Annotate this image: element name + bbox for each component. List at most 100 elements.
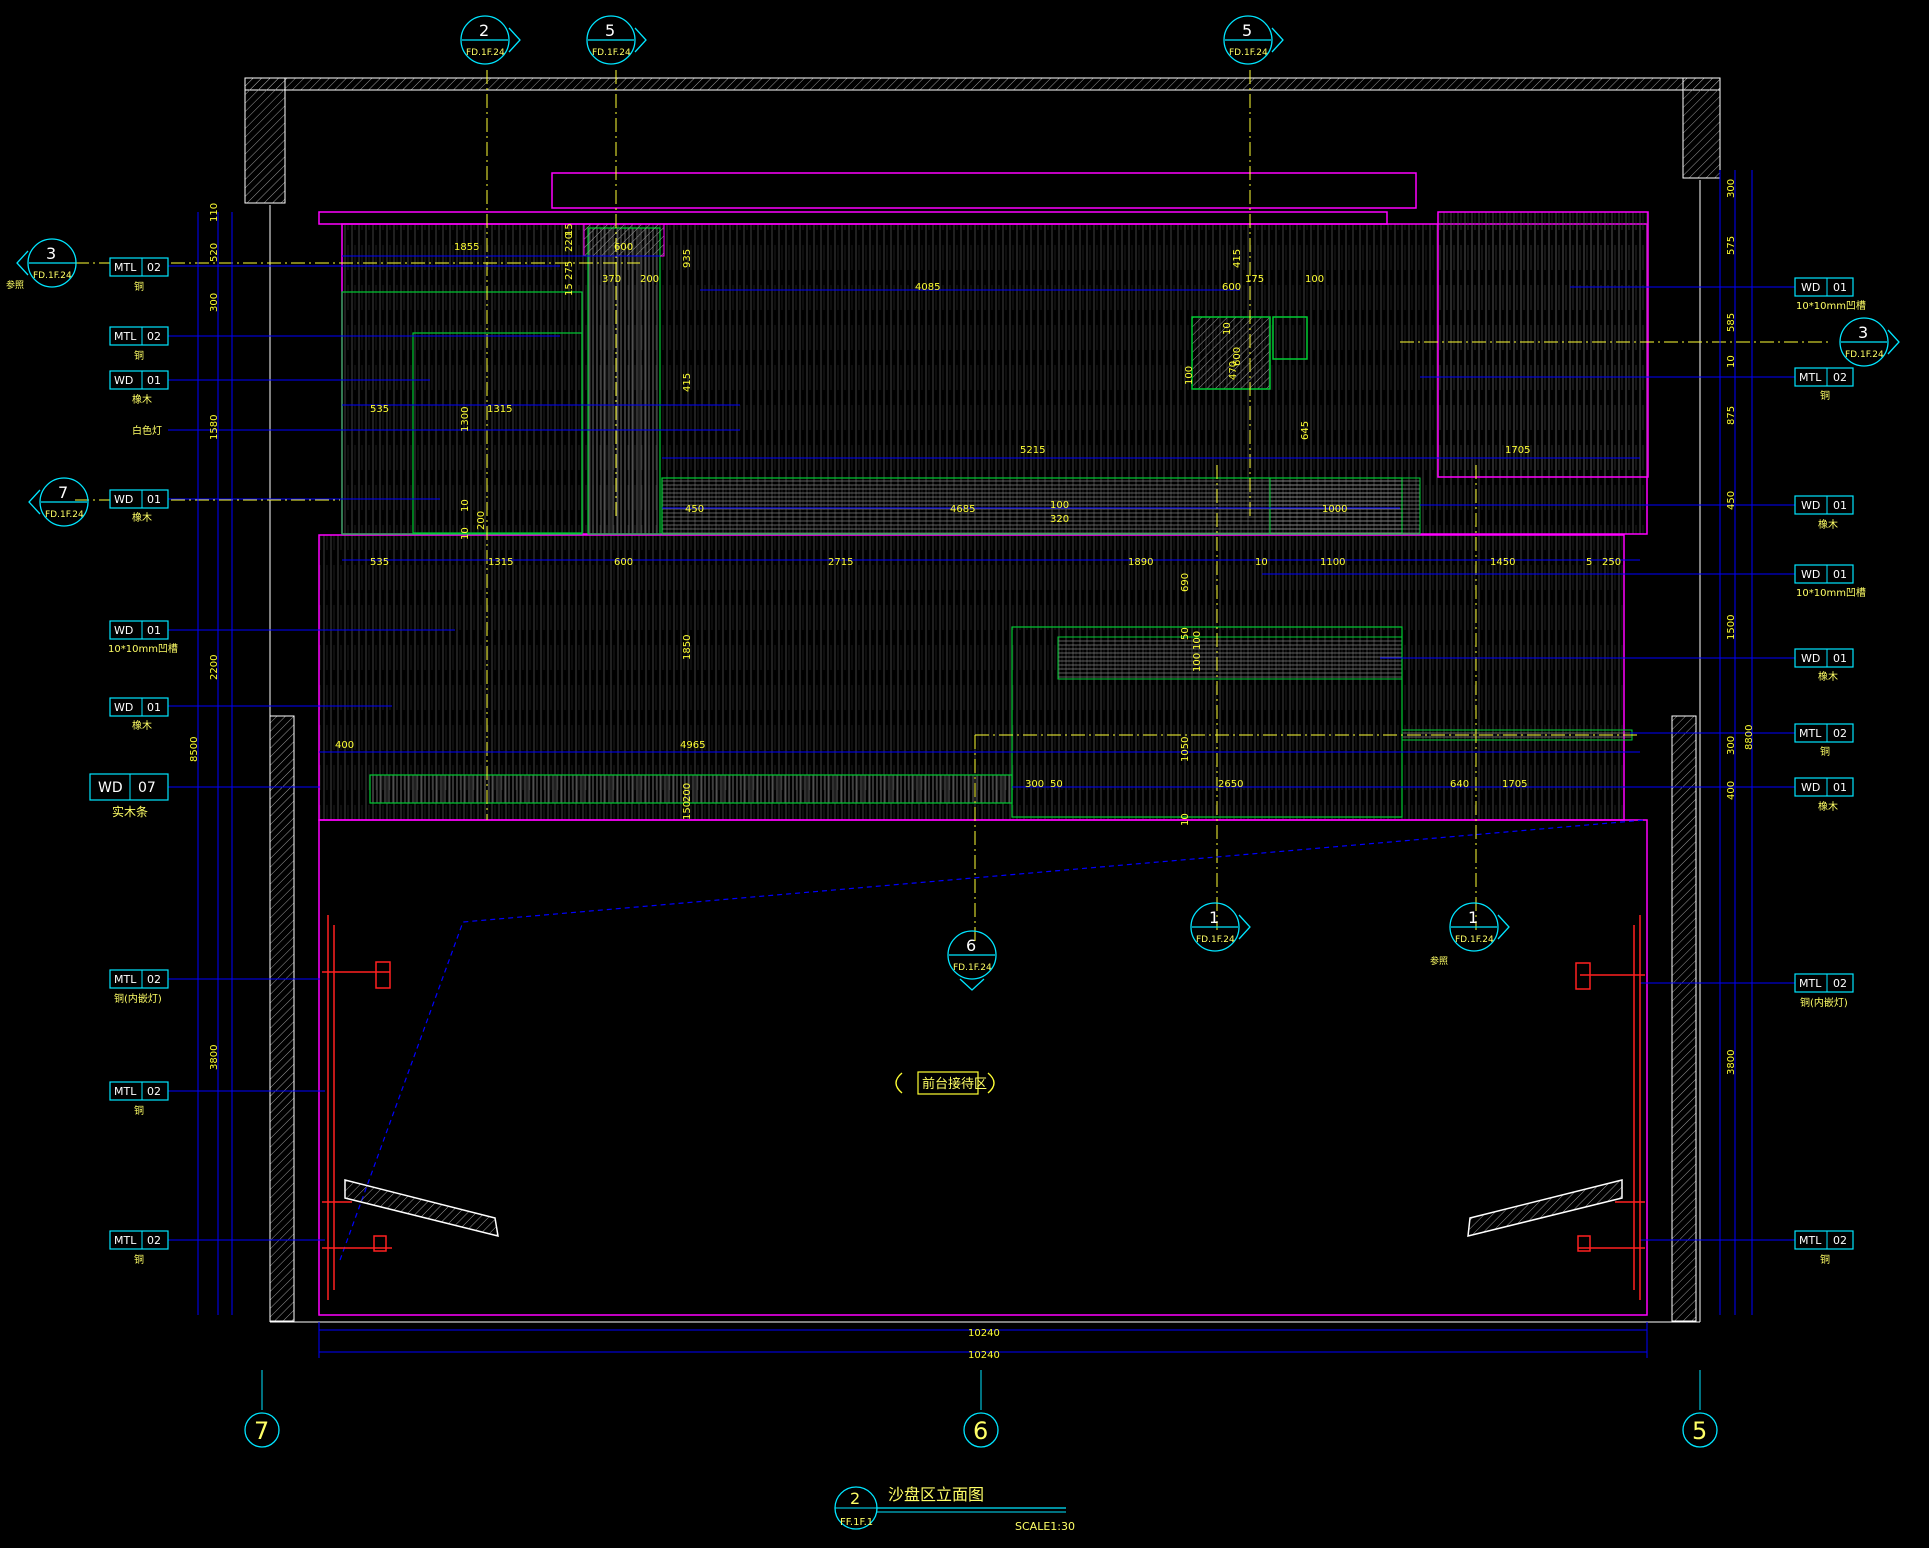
dimension-text: 400: [335, 740, 354, 751]
section-markers: 2FD.1F.24 5FD.1F.24 5FD.1F.24 3FD.1F.24 …: [16, 15, 1900, 991]
svg-text:02: 02: [147, 330, 161, 343]
svg-text:01: 01: [1833, 281, 1847, 294]
svg-text:01: 01: [1833, 781, 1847, 794]
svg-text:10*10mm凹槽: 10*10mm凹槽: [108, 642, 178, 655]
svg-text:铜: 铜: [134, 1105, 144, 1117]
grid-bubble-7: 7: [244, 1412, 280, 1448]
svg-text:02: 02: [147, 1085, 161, 1098]
section-marker: 3FD.1F.24: [16, 238, 77, 288]
svg-text:02: 02: [1833, 1234, 1847, 1247]
dimension-text: 450: [685, 504, 704, 515]
title-tag-ref: FF.1F.1: [840, 1517, 873, 1528]
dimension-text: 600: [614, 242, 633, 253]
svg-text:橡木: 橡木: [1818, 800, 1838, 813]
svg-text:铜(内嵌灯): 铜(内嵌灯): [1800, 996, 1848, 1009]
svg-text:5: 5: [1692, 1417, 1707, 1445]
section-marker: 6FD.1F.24: [947, 930, 997, 991]
dimension-text: 535: [370, 404, 389, 415]
dimension-text: 1855: [454, 242, 479, 253]
dimension-text: 8800: [1744, 725, 1755, 750]
dimension-text: 935: [682, 249, 693, 268]
feature-wall: [318, 172, 1649, 1316]
dimension-text: 200: [682, 783, 693, 802]
svg-text:02: 02: [1833, 371, 1847, 384]
svg-text:02: 02: [1833, 977, 1847, 990]
svg-text:MTL: MTL: [1799, 371, 1822, 384]
section-marker: 3FD.1F.24: [1839, 317, 1900, 367]
section-marker: 7FD.1F.24: [28, 477, 89, 527]
svg-text:5: 5: [1242, 21, 1252, 40]
dimension-text: 320: [1050, 514, 1069, 525]
svg-text:5: 5: [605, 21, 615, 40]
svg-text:MTL: MTL: [114, 261, 137, 274]
svg-text:铜: 铜: [134, 281, 144, 293]
svg-text:铜: 铜: [1820, 746, 1830, 758]
dimension-text: 4085: [915, 282, 940, 293]
svg-text:橡木: 橡木: [132, 393, 152, 406]
dimension-text: 1315: [488, 557, 513, 568]
dimension-text: 10: [1726, 355, 1737, 368]
svg-text:WD: WD: [114, 493, 133, 506]
svg-text:3: 3: [1858, 323, 1868, 342]
dimension-text: 1705: [1502, 779, 1527, 790]
svg-text:WD: WD: [1801, 652, 1820, 665]
svg-text:1: 1: [1468, 908, 1478, 927]
svg-text:MTL: MTL: [1799, 977, 1822, 990]
svg-text:WD: WD: [1801, 781, 1820, 794]
material-tag: MTL 02 铜(内嵌灯): [1794, 973, 1854, 1009]
dimension-text: 645: [1300, 421, 1311, 440]
leader-lines: [168, 170, 1795, 1358]
structure: [244, 77, 1721, 1323]
dimension-text: 100: [1305, 274, 1324, 285]
dimension-text: 1315: [487, 404, 512, 415]
svg-text:MTL: MTL: [114, 330, 137, 343]
svg-text:FD.1F.24: FD.1F.24: [33, 271, 72, 281]
svg-text:铜: 铜: [134, 1254, 144, 1266]
dimension-text: 1300: [460, 407, 471, 432]
dimension-text: 110: [209, 203, 220, 222]
dimension-text: 535: [370, 557, 389, 568]
dimension-text: 1050: [1180, 737, 1191, 762]
title-tag-num: 2: [850, 1489, 860, 1508]
dimension-text: 1705: [1505, 445, 1530, 456]
dimension-text: 220: [564, 233, 575, 252]
dimension-text: 875: [1726, 406, 1737, 425]
dimension-text: 15: [564, 223, 575, 236]
svg-text:FD.1F.24: FD.1F.24: [45, 510, 84, 520]
overall-width-dim: 10240: [968, 1328, 1000, 1339]
grid-bubble-6: 6: [963, 1412, 999, 1448]
dimension-text: 3800: [1726, 1050, 1737, 1075]
svg-text:MTL: MTL: [1799, 1234, 1822, 1247]
dimension-text: 175: [1245, 274, 1264, 285]
svg-text:WD: WD: [1801, 499, 1820, 512]
dimension-text: 200: [476, 511, 487, 530]
overall-width-dim-2: 10240: [968, 1350, 1000, 1361]
dimension-text: 585: [1726, 313, 1737, 332]
dimension-text: 50: [1180, 627, 1191, 640]
dimension-text: 100: [1184, 366, 1195, 385]
svg-text:01: 01: [147, 624, 161, 637]
drawing-title-block: 2 FF.1F.1 沙盘区立面图 SCALE1:30: [834, 1485, 1075, 1533]
svg-text:02: 02: [147, 973, 161, 986]
section-marker: 1FD.1F.24: [1449, 902, 1510, 952]
dimension-text: 100: [1192, 631, 1203, 650]
svg-text:01: 01: [147, 374, 161, 387]
section-marker: 1FD.1F.24: [1190, 902, 1251, 952]
dimension-text: 2200: [209, 655, 220, 680]
dimension-text: 415: [682, 373, 693, 392]
dimension-text: 250: [1602, 557, 1621, 568]
svg-text:FD.1F.24: FD.1F.24: [592, 48, 631, 58]
grid-bubble-5: 5: [1682, 1412, 1718, 1448]
reception-desk-right: [1467, 915, 1645, 1300]
